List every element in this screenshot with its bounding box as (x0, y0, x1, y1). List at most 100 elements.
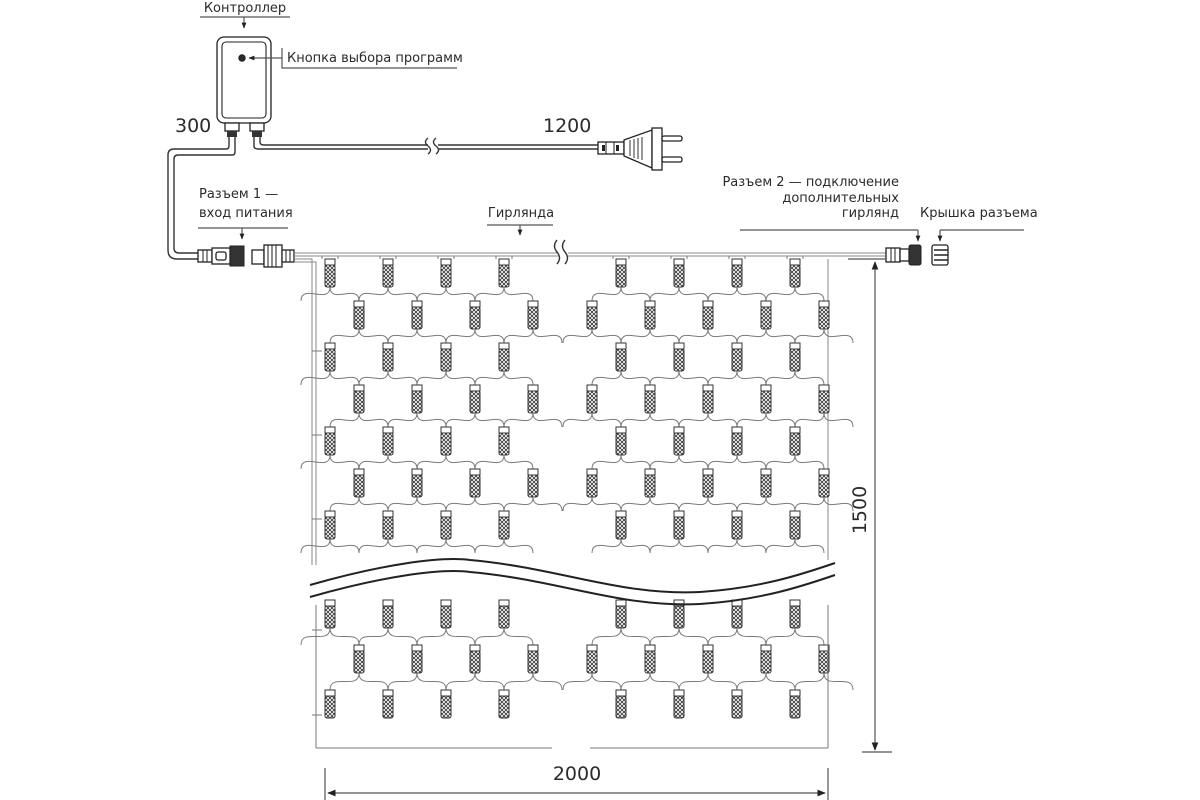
net-wire (358, 370, 389, 386)
net-wire (736, 627, 767, 646)
program-button-icon[interactable] (238, 54, 246, 62)
net-wire (678, 328, 709, 344)
led-bulb-icon (818, 384, 830, 414)
led-bulb-icon (324, 689, 336, 719)
led-bulb-icon (702, 468, 714, 498)
net-wire (620, 370, 651, 386)
net-wire (416, 328, 447, 344)
net-wire (300, 538, 331, 554)
led-bulb-icon (324, 342, 336, 372)
net-wire (707, 627, 738, 646)
led-bulb-icon (644, 300, 656, 330)
led-bulb-icon (353, 300, 365, 330)
net-wire (765, 370, 796, 386)
net-wire (416, 412, 447, 428)
led-bulb-icon (760, 644, 772, 674)
net-wire (707, 370, 738, 386)
connector-2-icon (885, 244, 922, 266)
net-wire (736, 370, 767, 386)
led-bulb-icon (353, 384, 365, 414)
controller-body (216, 36, 272, 124)
net-wire (358, 328, 389, 344)
net-wire (649, 454, 680, 470)
net-wire (329, 370, 360, 386)
net-wire (503, 370, 534, 386)
net-wire (416, 496, 447, 512)
led-bulb-icon (527, 468, 539, 498)
net-wire (474, 627, 505, 646)
led-bulb-icon (498, 426, 510, 456)
net-wire (300, 286, 331, 302)
net-wire (474, 412, 505, 428)
net-wire (794, 412, 825, 428)
net-wire (329, 538, 360, 554)
net-wire (765, 454, 796, 470)
led-bulb-icon (469, 300, 481, 330)
controller-port-left (224, 122, 240, 132)
net-wire (387, 496, 418, 512)
led-bulb-icon (469, 468, 481, 498)
net-wire (532, 328, 563, 344)
net-wire (765, 328, 796, 344)
led-bulb-icon (731, 258, 743, 288)
net-wire (474, 454, 505, 470)
led-bulb-icon (615, 510, 627, 540)
connector1-label-group: Разъем 1 — вход питания (198, 187, 293, 240)
net-wire (794, 328, 825, 344)
button-leader (281, 48, 457, 69)
net-wire (591, 328, 622, 344)
net-wire (612, 256, 630, 259)
controller-port-right-nut (252, 131, 262, 137)
net-wire (474, 370, 505, 386)
net-wire (736, 538, 767, 554)
connector2-label-line2: дополнительных (782, 191, 899, 206)
led-bulb-icon (440, 258, 452, 288)
connector2-label-group: Разъем 2 — подключение дополнительных ги… (722, 175, 921, 242)
led-bulb-icon (644, 384, 656, 414)
dimension-1500: 1500 (849, 486, 871, 534)
break-mark-left (424, 137, 432, 155)
net-wire (591, 538, 622, 554)
led-bulb-icon (469, 384, 481, 414)
cap-label-group: Крышка разъема (920, 206, 1038, 242)
net-wire (823, 412, 854, 428)
connector2-label-line1: Разъем 2 — подключение (722, 175, 899, 190)
led-bulb-icon (615, 426, 627, 456)
net-wire (736, 412, 767, 428)
net-wire (591, 672, 622, 691)
net-wire (445, 672, 476, 691)
net-wire (678, 454, 709, 470)
garland-label-group: Гирлянда (487, 206, 554, 236)
led-bulb-icon (469, 644, 481, 674)
net-wire (794, 370, 825, 386)
net-wire (765, 286, 796, 302)
net-wire (445, 328, 476, 344)
led-bulb-icon (702, 384, 714, 414)
led-bulb-icon (527, 644, 539, 674)
led-bulb-icon (702, 644, 714, 674)
led-bulb-icon (382, 258, 394, 288)
led-bulb-icon (673, 342, 685, 372)
led-bulb-icon (527, 300, 539, 330)
controller-face (221, 41, 267, 119)
led-bulb-icon (382, 426, 394, 456)
connector-cap-icon (931, 244, 949, 266)
led-bulb-icon (586, 384, 598, 414)
led-bulb-icon (673, 510, 685, 540)
net-wire (503, 454, 534, 470)
net-wire (562, 412, 593, 428)
net-wire (620, 627, 651, 646)
controller-label: Контроллер (204, 1, 286, 16)
led-bulb-icon (789, 426, 801, 456)
net-wire (591, 286, 622, 302)
net-wire (591, 496, 622, 512)
net-wire (503, 328, 534, 344)
led-bulb-icon (324, 599, 336, 629)
net-lower (300, 599, 854, 749)
net-wire (503, 496, 534, 512)
net-wire (532, 496, 563, 512)
net-wire (329, 672, 360, 691)
led-bulb-icon (440, 342, 452, 372)
power-plug-icon (597, 127, 683, 171)
